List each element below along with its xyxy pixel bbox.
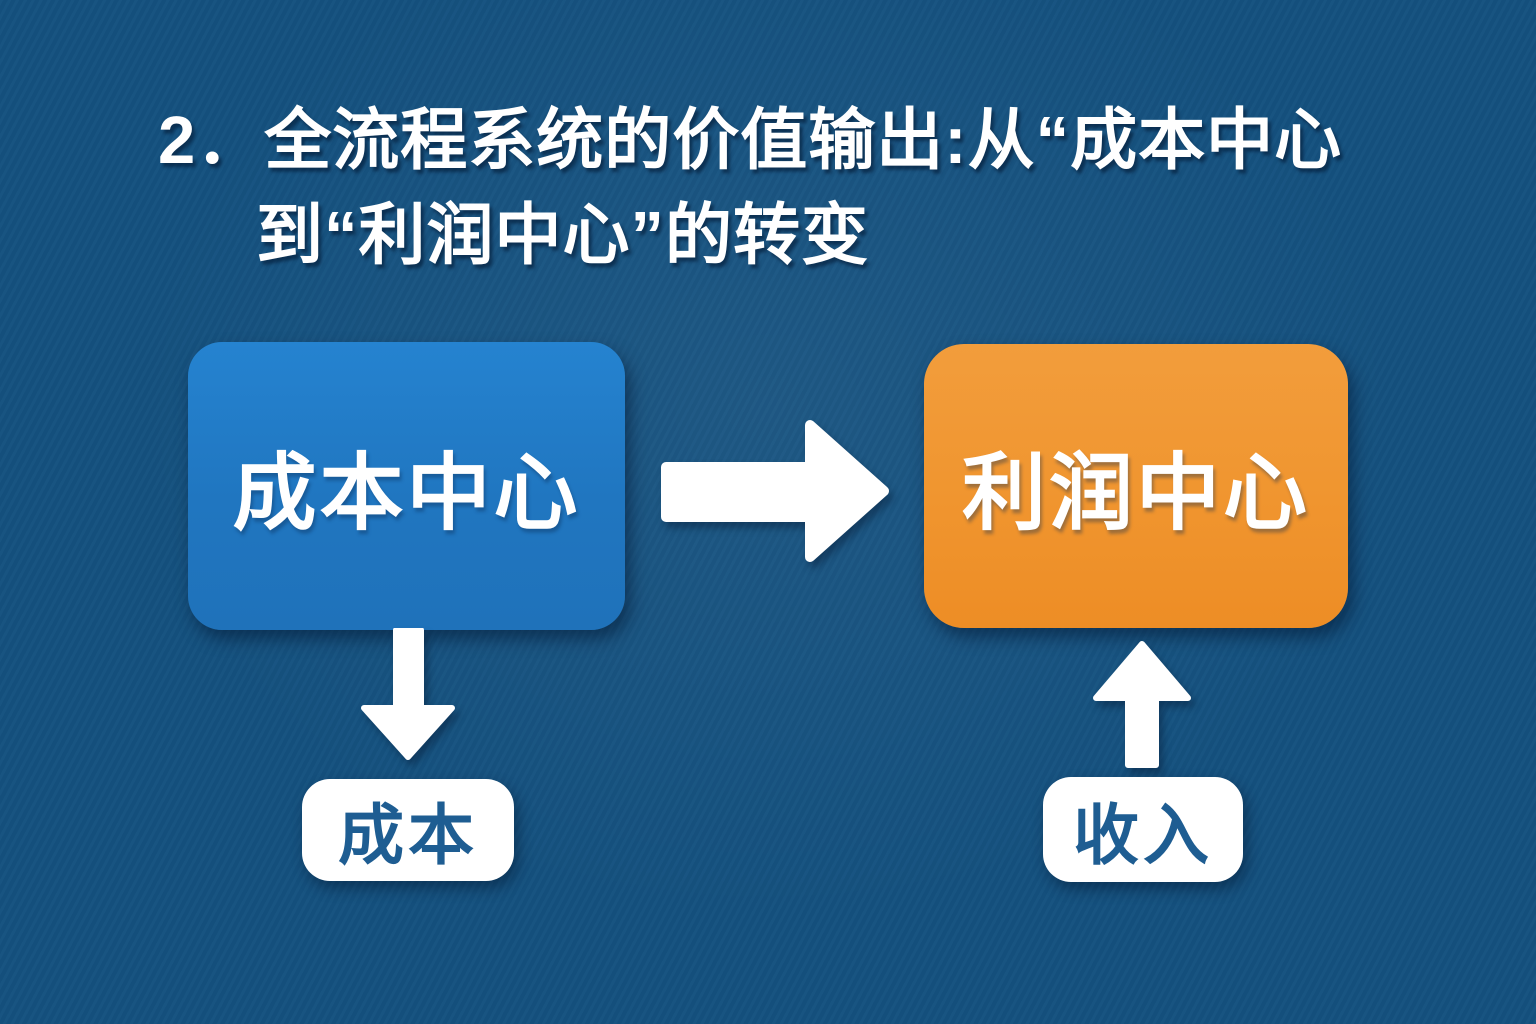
- profit-center-label: 利润中心: [961, 445, 1310, 540]
- income-tag-label: 收入: [1073, 797, 1213, 872]
- income-tag: 收入: [1043, 777, 1243, 882]
- slide-title-line-1: 2．全流程系统的价值输出:从“成本中心: [158, 103, 1343, 178]
- slide-title-line-2: 到“利润中心”的转变: [256, 198, 869, 273]
- cost-center-label: 成本中心: [232, 445, 581, 540]
- down-arrow-icon: [361, 628, 455, 760]
- profit-center-box: 利润中心: [924, 344, 1348, 628]
- up-arrow-icon: [1093, 641, 1191, 768]
- cost-center-box: 成本中心: [188, 342, 625, 630]
- cost-tag: 成本: [302, 779, 514, 881]
- cost-tag-label: 成本: [338, 798, 478, 872]
- right-arrow-icon: [661, 420, 889, 562]
